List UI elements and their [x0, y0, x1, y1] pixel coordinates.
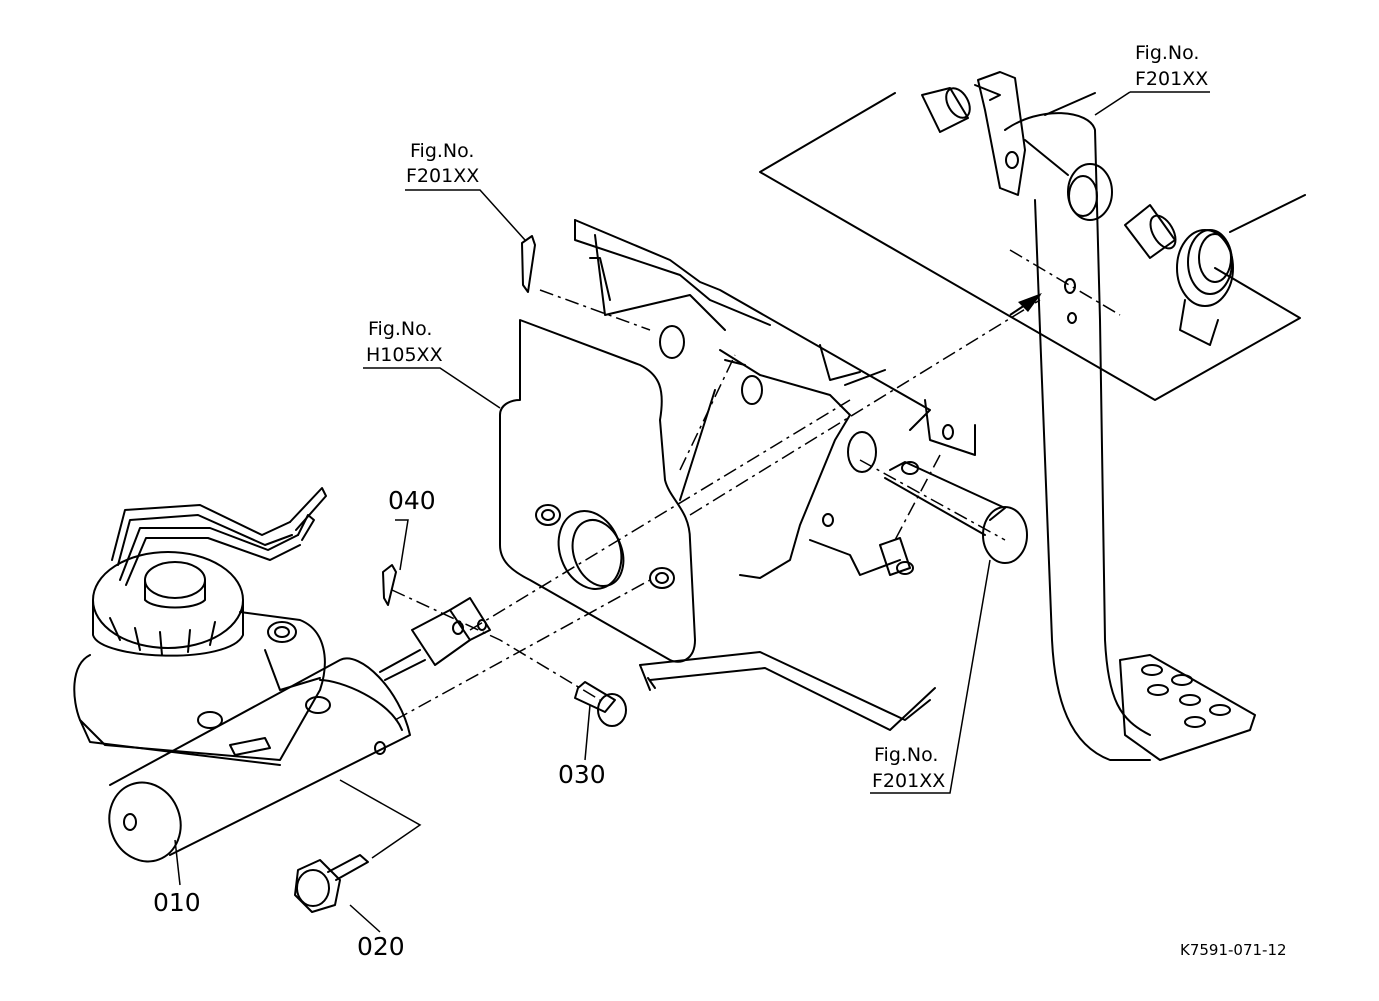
- rear-bracket: [679, 349, 976, 579]
- side-plate: [499, 319, 696, 663]
- master-cylinder: [73, 551, 411, 863]
- leader-lines: [174, 91, 1210, 933]
- alignment-lines: [391, 249, 1121, 721]
- fig-ref-top-right-title: Fig.No.: [1135, 42, 1200, 64]
- part-number-030: 030: [558, 760, 606, 789]
- fig-ref-top-right-code: F201XX: [1135, 68, 1209, 90]
- return-spring: [1176, 194, 1306, 346]
- return-line: [639, 664, 651, 691]
- fig-ref-bottom-title: Fig.No.: [874, 744, 939, 766]
- fig-ref-bottom-code: F201XX: [872, 770, 946, 792]
- arrow-icon: [1009, 293, 1042, 316]
- clutch-pedal-arm: [1004, 112, 1151, 761]
- part-number-010: 010: [153, 888, 201, 917]
- clevis-pin-030: [574, 681, 627, 727]
- fluid-hoses: [111, 487, 327, 586]
- pedal-pad: [1119, 654, 1256, 761]
- bushing-right: [1124, 204, 1177, 259]
- pedal-bracket: [574, 219, 931, 431]
- pedal-lever-hook: [974, 71, 1026, 196]
- part-number-020: 020: [357, 932, 405, 961]
- bushing-left: [921, 87, 971, 133]
- part-number-040: 040: [388, 486, 436, 515]
- clevis-pin-bracket: [879, 461, 1028, 576]
- cotter-pin-040: [382, 564, 397, 606]
- fig-ref-upper-left-title: Fig.No.: [410, 140, 475, 162]
- lower-rod: [639, 651, 936, 731]
- bolt-020: [294, 854, 369, 913]
- fig-ref-plate-code: H105XX: [366, 344, 443, 366]
- pedal-shaft-plane: [759, 92, 1301, 401]
- fig-ref-upper-left-code: F201XX: [406, 165, 480, 187]
- drawing-code: K7591-071-12: [1180, 941, 1287, 959]
- cotter-pin-upper: [521, 235, 536, 293]
- fig-ref-plate-title: Fig.No.: [368, 318, 433, 340]
